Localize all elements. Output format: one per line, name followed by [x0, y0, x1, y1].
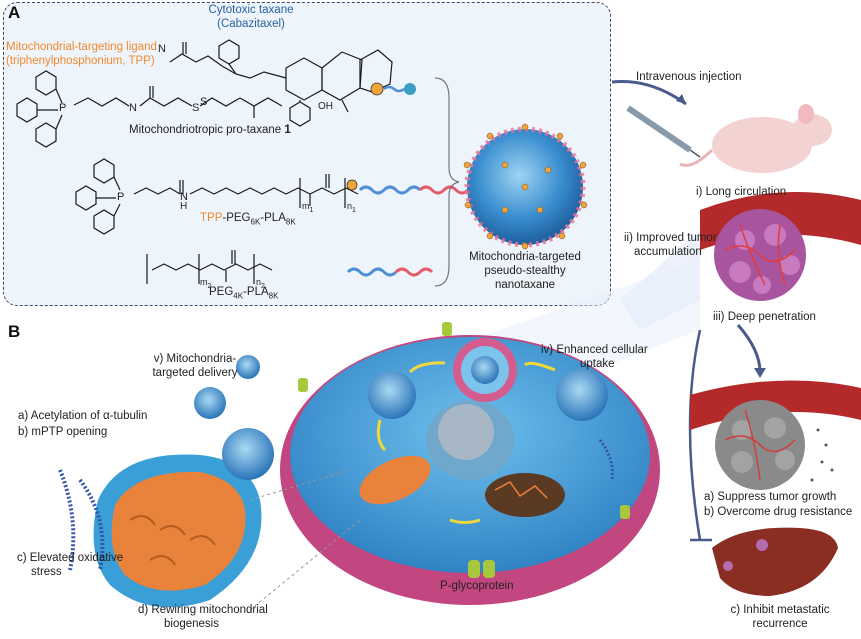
sub-n2: n2	[256, 277, 265, 290]
atom-oh: OH	[318, 101, 333, 112]
suppress-tumor-label: a) Suppress tumor growth	[704, 491, 837, 503]
oxidative-stress-label-2: stress	[31, 566, 62, 578]
tpp-peg-pla-label: TPP-PEG6K-PLA8K	[200, 212, 296, 227]
atom-n3: N	[180, 191, 188, 203]
sub-m1: m1	[302, 201, 314, 214]
ligand-title: Mitochondrial-targeting ligand	[6, 41, 157, 53]
rewiring-label-2: biogenesis	[164, 618, 219, 630]
prodrug-label: Mitochondriotropic pro-taxane 1	[129, 124, 291, 136]
atom-s2: S	[200, 96, 208, 108]
ligand-name: (triphenylphosphonium, TPP)	[6, 55, 155, 67]
improved-tumor-label-2: accumulation	[634, 246, 702, 258]
inhibit-metastatic-label-1: c) Inhibit metastatic	[730, 604, 830, 616]
sub-m2: m2	[200, 277, 212, 290]
atom-h1: H	[180, 201, 188, 212]
atom-n1: N	[129, 102, 137, 114]
overcome-resistance-label: b) Overcome drug resistance	[704, 506, 853, 518]
atom-p2: P	[117, 191, 125, 203]
mito-targeted-delivery-1: v) Mitochondria-	[153, 353, 237, 365]
rewiring-label-1: d) Rewiring mitochondrial	[138, 604, 268, 616]
taxane-title: Cytotoxic taxane	[208, 4, 294, 16]
taxane-name: (Cabazitaxel)	[217, 18, 285, 30]
intravenous-injection-label: Intravenous injection	[636, 71, 742, 83]
p-glycoprotein-label: P-glycoprotein	[440, 580, 514, 592]
sub-n1: n1	[347, 201, 356, 214]
peg-pla-label: PEG4K-PLA8K	[209, 286, 279, 301]
long-circulation-label: i) Long circulation	[696, 186, 787, 198]
oxidative-stress-label-1: c) Elevated oxidative	[17, 552, 124, 564]
inhibit-metastatic-label-2: recurrence	[752, 618, 808, 630]
mito-targeted-delivery-2: targeted delivery	[152, 367, 238, 379]
atom-s1: S	[192, 102, 200, 114]
nanotaxane-line3: nanotaxane	[494, 279, 556, 291]
enhanced-uptake-label-2: uptake	[580, 358, 615, 370]
deep-penetration-label: iii) Deep penetration	[713, 311, 816, 323]
panel-a-label: A	[8, 3, 21, 22]
mptp-label: b) mPTP opening	[18, 426, 108, 438]
nanotaxane-line1: Mitochondria-targeted	[469, 251, 581, 263]
improved-tumor-label-1: ii) Improved tumor	[624, 232, 717, 244]
atom-n2: N	[158, 43, 166, 55]
panel-b-label: B	[8, 322, 21, 341]
atom-p1: P	[59, 102, 67, 114]
acetylation-label: a) Acetylation of α-tubulin	[18, 410, 148, 422]
enhanced-uptake-label-1: iv) Enhanced cellular	[541, 344, 648, 356]
nanotaxane-line2: pseudo-stealthy	[484, 265, 566, 277]
